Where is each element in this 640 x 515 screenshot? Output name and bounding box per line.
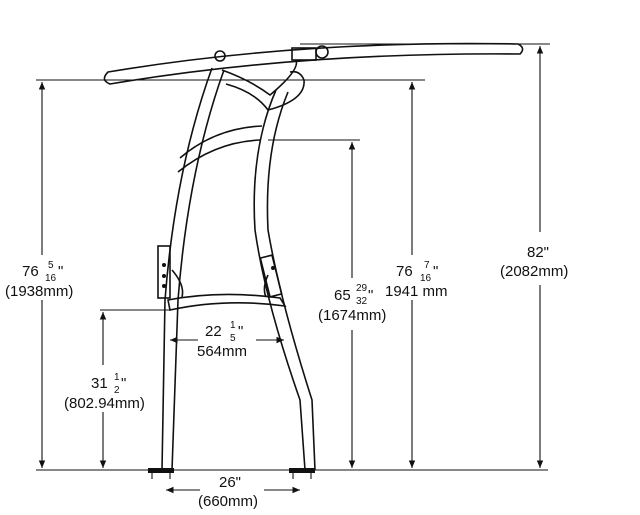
label-base-width: 26" (660mm)	[198, 474, 258, 510]
svg-text:": "	[58, 263, 63, 280]
svg-text:76: 76	[22, 263, 39, 280]
left-leg	[161, 67, 225, 471]
svg-text:(1938mm): (1938mm)	[5, 283, 73, 300]
dimension-lines	[36, 43, 550, 494]
svg-text:(802.94mm): (802.94mm)	[64, 395, 145, 412]
label-seat-width: 22 1 5 " 564mm	[197, 320, 247, 360]
label-inner-height: 76 7 16 " 1941 mm	[385, 260, 448, 300]
svg-text:65: 65	[334, 287, 351, 304]
svg-text:76: 76	[396, 263, 413, 280]
top-rail	[103, 42, 524, 85]
svg-text:31: 31	[91, 375, 108, 392]
svg-text:(1674mm): (1674mm)	[318, 307, 386, 324]
left-leg-bracket	[157, 245, 171, 299]
right-leg	[253, 89, 316, 471]
svg-text:": "	[433, 263, 438, 280]
upper-brace	[221, 59, 305, 111]
svg-text:": "	[238, 323, 243, 340]
svg-text:16: 16	[420, 273, 432, 284]
mid-brace	[177, 125, 263, 173]
svg-text:": "	[121, 375, 126, 392]
svg-text:1: 1	[114, 372, 120, 383]
svg-text:32: 32	[356, 296, 368, 307]
label-left-height: 76 5 16 " (1938mm)	[5, 260, 73, 300]
svg-text:": "	[368, 287, 373, 304]
t-top-frame	[103, 42, 524, 479]
label-seat-height: 31 1 2 " (802.94mm)	[64, 372, 145, 412]
svg-text:26": 26"	[219, 474, 241, 491]
svg-text:1941 mm: 1941 mm	[385, 283, 448, 300]
svg-text:7: 7	[424, 260, 430, 271]
svg-text:564mm: 564mm	[197, 343, 247, 360]
svg-text:1: 1	[230, 320, 236, 331]
top-fitting-left	[214, 50, 226, 62]
svg-text:16: 16	[45, 273, 57, 284]
seat-supports	[171, 269, 269, 298]
svg-text:29: 29	[356, 283, 368, 294]
svg-text:22: 22	[205, 323, 222, 340]
svg-text:(660mm): (660mm)	[198, 493, 258, 510]
svg-text:5: 5	[48, 260, 54, 271]
top-fitting	[315, 45, 329, 59]
right-leg-bracket	[259, 254, 283, 298]
svg-text:5: 5	[230, 333, 236, 344]
seat-bar	[167, 293, 287, 311]
svg-text:(2082mm): (2082mm)	[500, 263, 568, 280]
label-crossbar-height: 65 29 32 " (1674mm)	[318, 283, 386, 324]
svg-text:82": 82"	[527, 244, 549, 261]
label-overall-height: 82" (2082mm)	[500, 244, 568, 280]
svg-text:2: 2	[114, 385, 120, 396]
